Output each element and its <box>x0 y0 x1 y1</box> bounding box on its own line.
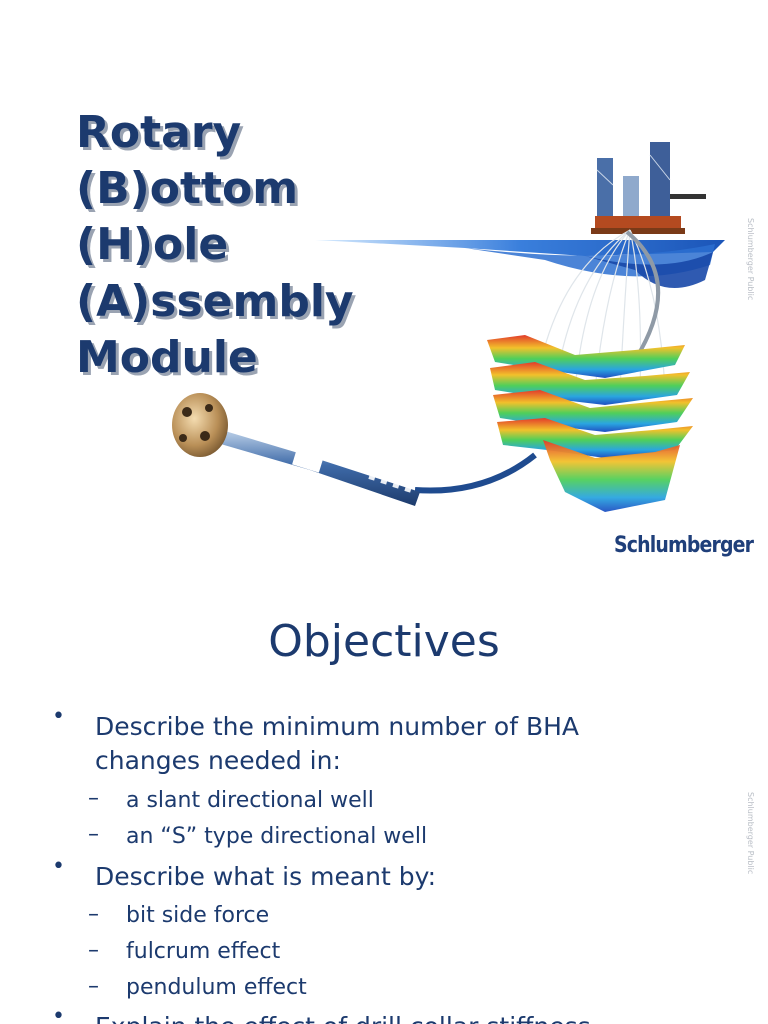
classification-label: Schlumberger Public <box>746 218 755 301</box>
sub-bullet-dash: – <box>88 938 99 963</box>
title-line-3: (H)ole <box>76 219 229 270</box>
classification-label: Schlumberger Public <box>746 792 755 875</box>
bullet-dot: • <box>52 854 65 879</box>
bullet-item: Explain the effect of drill collar stiff… <box>95 1010 591 1024</box>
title-line-5: Module <box>76 332 258 383</box>
drilling-illustration <box>172 142 725 512</box>
schlumberger-logo: Schlumberger <box>614 533 754 558</box>
sub-bullet-item: a slant directional well <box>126 788 374 813</box>
sub-bullet-dash: – <box>88 902 99 927</box>
slide-title: Objectives <box>268 616 500 667</box>
sub-bullet-item: an “S” type directional well <box>126 824 428 849</box>
bullet-item: Describe the minimum number of BHA <box>95 712 579 741</box>
bullet-item-continued: changes needed in: <box>95 746 341 775</box>
objectives-slide: Objectives Schlumberger Public • Describ… <box>0 590 768 1024</box>
sub-bullet-dash: – <box>88 974 99 999</box>
sub-bullet-dash: – <box>88 786 99 811</box>
drill-string <box>200 425 537 506</box>
sub-bullet-item: bit side force <box>126 903 270 928</box>
bullet-dot: • <box>52 1004 65 1024</box>
title-line-1: Rotary <box>76 107 242 158</box>
sea-layers <box>315 240 725 288</box>
title-line-2: (B)ottom <box>76 163 299 214</box>
bullet-dot: • <box>52 704 65 729</box>
title-slide: Rotary (B)ottom (H)ole (A)ssembly Module <box>76 107 755 558</box>
offshore-rig-icon <box>591 142 706 234</box>
bullet-item: Describe what is meant by: <box>95 862 437 891</box>
title-line-4: (A)ssembly <box>76 276 354 327</box>
reservoir-layers-icon <box>487 335 693 512</box>
sub-bullet-item: fulcrum effect <box>126 939 281 964</box>
drill-bit-icon <box>172 393 228 457</box>
sub-bullet-dash: – <box>88 822 99 847</box>
sub-bullet-item: pendulum effect <box>126 975 307 1000</box>
main-wellbore <box>625 230 661 362</box>
